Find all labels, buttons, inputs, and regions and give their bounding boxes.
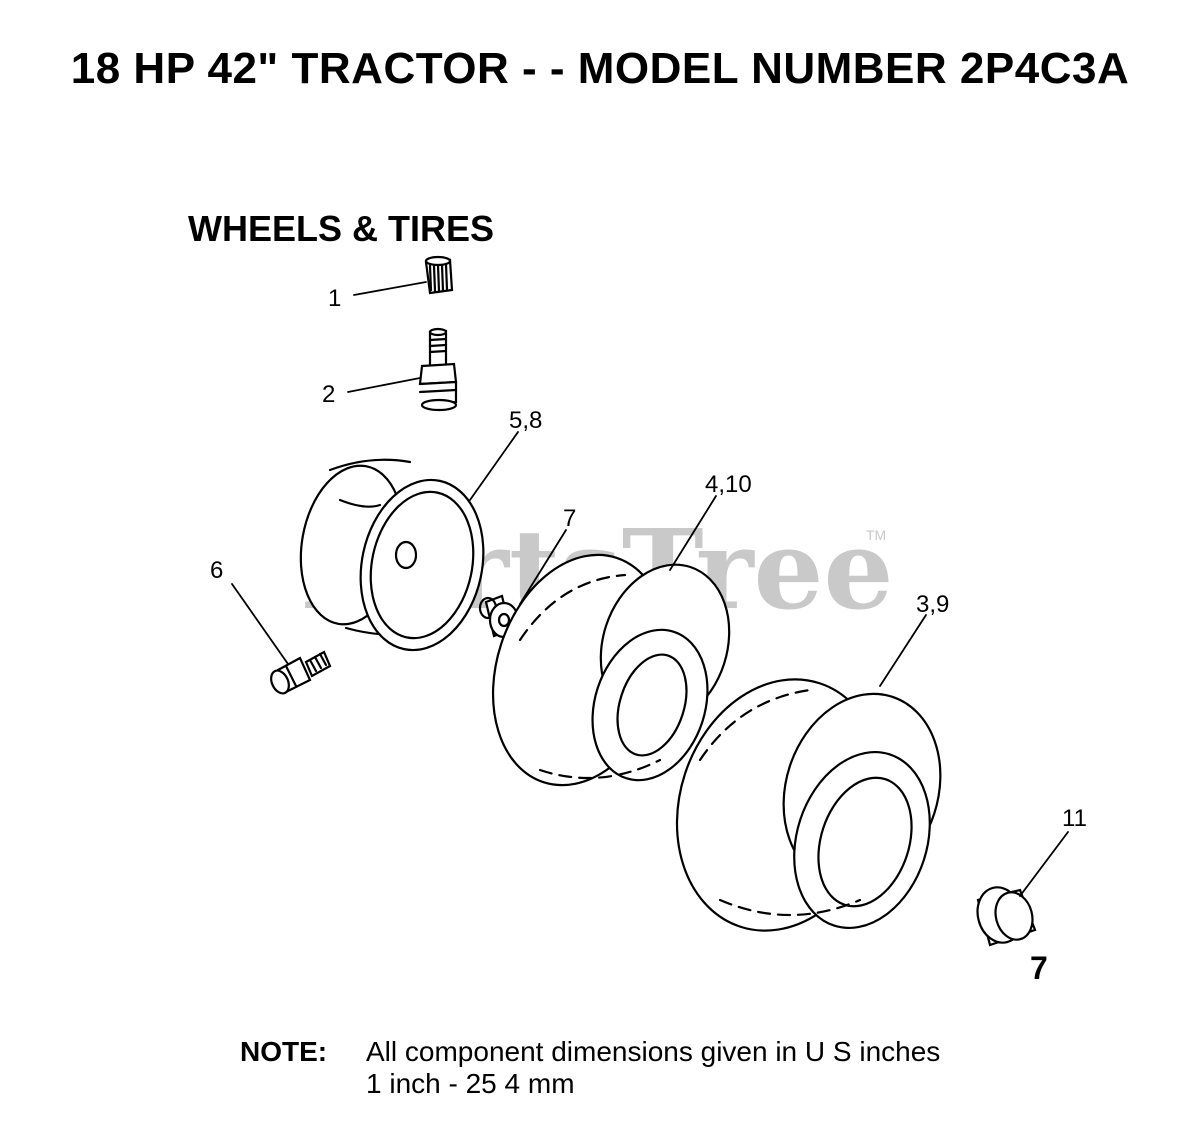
hub-cap-icon — [976, 886, 1037, 947]
inner-tube-icon — [675, 678, 942, 932]
page-title: 18 HP 42" TRACTOR - - MODEL NUMBER 2P4C3… — [70, 44, 1130, 93]
tire-icon — [491, 553, 731, 787]
callout-2: 2 — [322, 381, 335, 408]
callout-1: 1 — [328, 285, 341, 312]
note-text: All component dimensions given in U S in… — [366, 1036, 940, 1100]
callout-7: 7 — [563, 505, 576, 532]
section-title: WHEELS & TIRES — [188, 208, 495, 249]
callout-4-10: 4,10 — [705, 471, 752, 498]
callout-6: 6 — [210, 557, 223, 584]
wheel-rim-icon — [299, 458, 485, 652]
callout-3-9: 3,9 — [916, 591, 949, 618]
leader-lines — [231, 281, 1069, 897]
callout-11: 11 — [1062, 805, 1087, 832]
note-line-2: 1 inch - 25 4 mm — [366, 1068, 575, 1099]
grease-fitting-icon — [270, 650, 332, 695]
page-number: 7 — [1030, 950, 1048, 986]
valve-stem-icon — [418, 327, 458, 412]
valve-cap-icon — [424, 255, 454, 295]
callout-5-8: 5,8 — [509, 407, 542, 434]
watermark-tm: TM — [866, 527, 886, 543]
note-label: NOTE: — [240, 1036, 328, 1067]
note-line-1: All component dimensions given in U S in… — [366, 1036, 941, 1067]
note-block: NOTE: All component dimensions given in U… — [240, 1036, 940, 1100]
